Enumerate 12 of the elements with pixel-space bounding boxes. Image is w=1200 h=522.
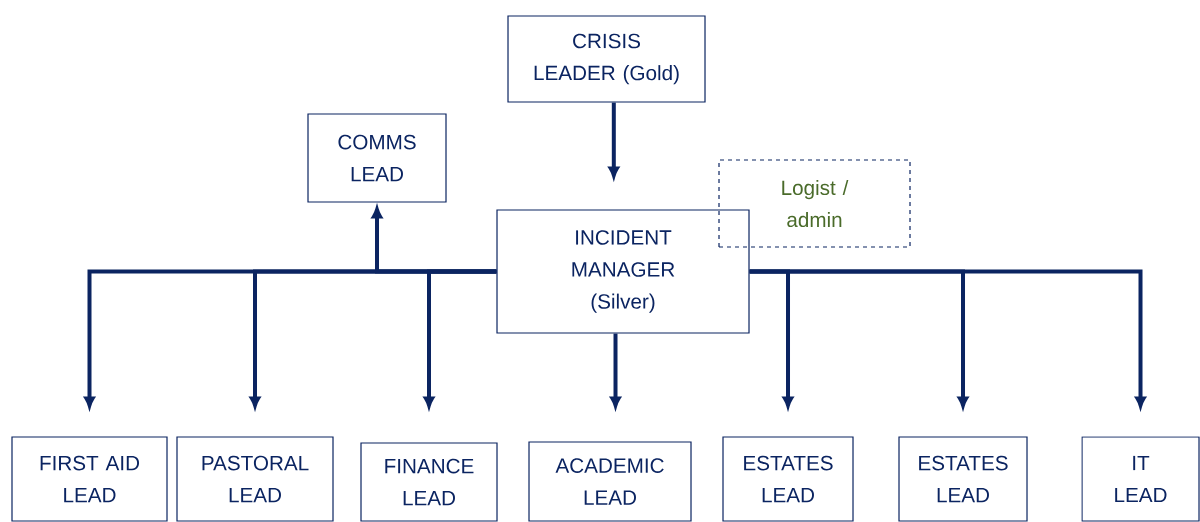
org-box: COMMS LEAD xyxy=(307,113,447,203)
dashed-box: Logist / admin xyxy=(718,159,911,248)
org-box: INCIDENT MANAGER (Silver) xyxy=(496,209,750,334)
org-box: IT LEAD xyxy=(1081,436,1200,522)
org-box: PASTORAL LEAD xyxy=(176,436,334,522)
org-box: ESTATES LEAD xyxy=(722,436,854,522)
org-box: ESTATES LEAD xyxy=(898,436,1028,522)
org-box: CRISIS LEADER (Gold) xyxy=(507,15,706,103)
org-box: FIRST AID LEAD xyxy=(11,436,168,522)
org-box: FINANCE LEAD xyxy=(360,442,498,522)
arrow xyxy=(608,102,620,179)
org-box: ACADEMIC LEAD xyxy=(528,441,692,522)
